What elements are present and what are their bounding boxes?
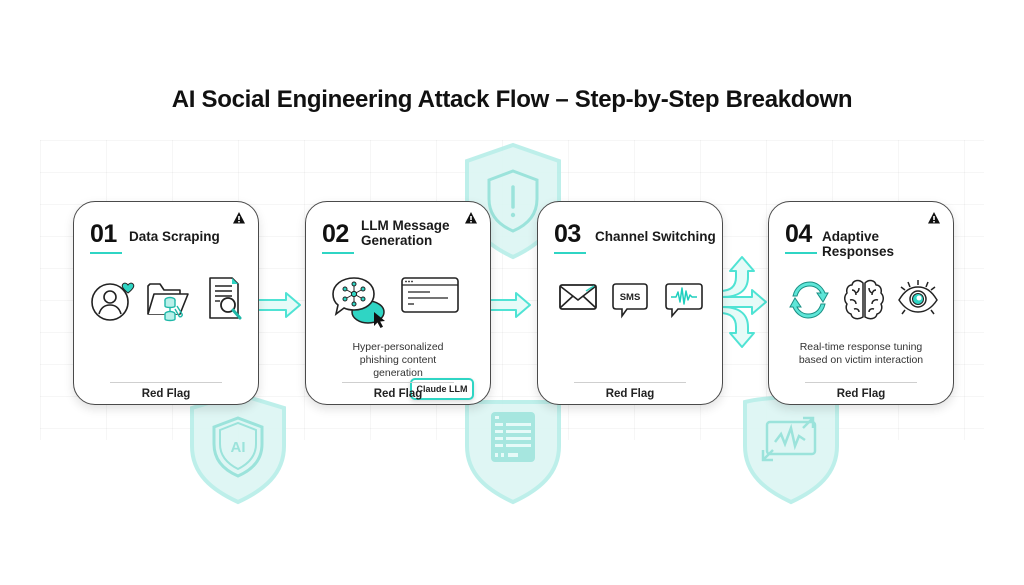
background-shield-ai: AI xyxy=(190,394,286,505)
flow-arrow-1-2 xyxy=(258,292,301,318)
flow-arrow-3-4-branching xyxy=(720,256,767,348)
refresh-cycle-icon xyxy=(789,281,829,319)
background-shield-table xyxy=(465,400,561,505)
folder-database-icon xyxy=(147,283,189,322)
step-number: 03 xyxy=(554,220,581,248)
page-title: AI Social Engineering Attack Flow – Step… xyxy=(171,86,853,113)
step-title: Channel Switching xyxy=(595,229,716,244)
chat-network-icon xyxy=(332,277,385,328)
eye-icon xyxy=(898,280,938,315)
warning-icon xyxy=(465,212,477,224)
step-icons xyxy=(769,276,953,322)
step-card-1: 01 Data Scraping xyxy=(73,201,259,405)
red-flag-label: Red Flag xyxy=(141,388,191,400)
user-profile-heart-icon xyxy=(91,282,135,321)
step-description: Hyper-personalized phishing content gene… xyxy=(352,341,444,379)
step-number-underline xyxy=(554,252,586,254)
red-flag-label: Red Flag xyxy=(373,388,423,400)
step-card-4: 04 Adaptive Responses xyxy=(768,201,954,405)
step-card-3: 03 Channel Switching SMS Red Flag xyxy=(537,201,723,405)
card-divider xyxy=(805,382,917,383)
step-card-2: 02 LLM Message Generation Claude LLM Hyp… xyxy=(305,201,491,405)
step-number-underline xyxy=(785,252,817,254)
email-icon xyxy=(559,284,597,310)
step-description: Real-time response tuning based on victi… xyxy=(798,341,924,366)
step-number-underline xyxy=(90,252,122,254)
step-icons: Claude LLM xyxy=(306,276,490,400)
step-title: Adaptive Responses xyxy=(822,229,895,259)
brain-icon xyxy=(844,279,884,320)
step-icons: SMS xyxy=(538,276,722,322)
step-icons xyxy=(74,276,258,322)
document-search-icon xyxy=(209,277,242,320)
step-number: 01 xyxy=(90,220,117,248)
browser-window-icon xyxy=(401,277,459,313)
warning-icon xyxy=(233,212,245,224)
alert-icon xyxy=(487,169,539,233)
signal-monitor-icon xyxy=(761,416,817,462)
card-divider xyxy=(574,382,686,383)
step-number: 04 xyxy=(785,220,812,248)
red-flag-label: Red Flag xyxy=(836,388,886,400)
card-divider xyxy=(342,382,454,383)
claude-llm-badge: Claude LLM xyxy=(410,378,474,400)
step-title: Data Scraping xyxy=(129,229,220,244)
sms-icon: SMS xyxy=(612,283,648,319)
voice-message-icon xyxy=(665,283,703,319)
svg-text:SMS: SMS xyxy=(620,292,641,303)
warning-icon xyxy=(928,212,940,224)
table-icon xyxy=(491,412,535,462)
background-shield-monitor xyxy=(743,395,839,505)
red-flag-label: Red Flag xyxy=(605,388,655,400)
svg-text:AI: AI xyxy=(231,439,246,456)
flow-arrow-2-3 xyxy=(488,292,531,318)
ai-shield-icon: AI xyxy=(212,416,264,478)
step-number-underline xyxy=(322,252,354,254)
step-title: LLM Message Generation xyxy=(361,218,450,248)
step-number: 02 xyxy=(322,220,349,248)
card-divider xyxy=(110,382,222,383)
